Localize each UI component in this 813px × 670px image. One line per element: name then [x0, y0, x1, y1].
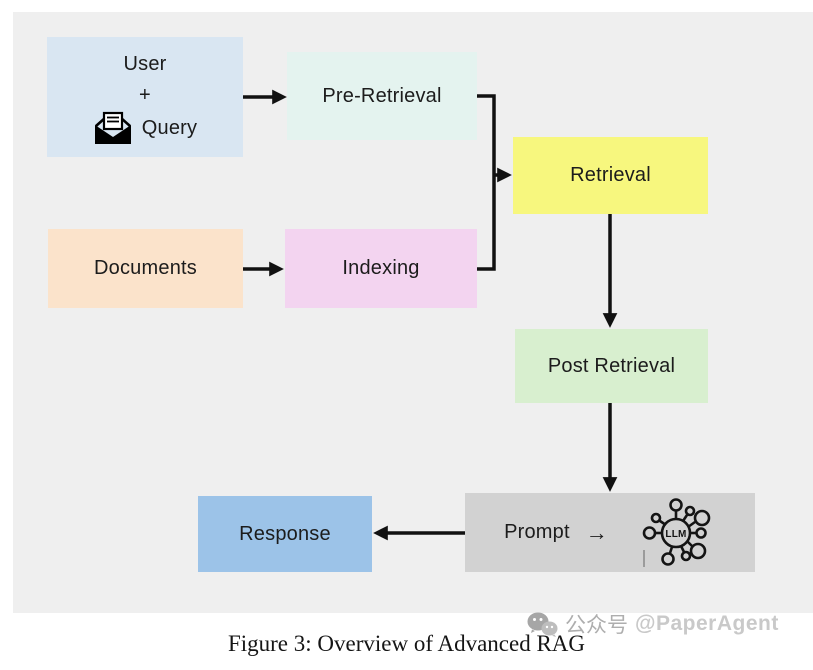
node-pre-retrieval: Pre-Retrieval [287, 52, 477, 140]
node-retrieval: Retrieval [513, 137, 708, 214]
node-documents: Documents [48, 229, 243, 308]
user-query-line1: User [123, 52, 167, 75]
node-response: Response [198, 496, 372, 572]
post-retrieval-label: Post Retrieval [547, 354, 676, 377]
prompt-arrow-glyph: → [585, 519, 608, 545]
watermark-handle: @PaperAgent [635, 612, 779, 635]
node-indexing: Indexing [285, 229, 477, 308]
open-envelope-icon [94, 111, 131, 144]
node-post-retrieval: Post Retrieval [515, 329, 708, 403]
watermark: 公众号 @PaperAgent [526, 609, 779, 639]
response-label: Response [239, 522, 331, 545]
node-user-query: User + Query [47, 37, 243, 157]
figure-caption: Figure 3: Overview of Advanced RAG [227, 631, 586, 656]
wechat-icon [527, 612, 558, 637]
pre-retrieval-label: Pre-Retrieval [322, 84, 442, 107]
llm-icon-label: LLM [665, 529, 686, 540]
documents-label: Documents [94, 257, 197, 279]
llm-network-icon: LLM [642, 497, 711, 566]
indexing-label: Indexing [342, 257, 420, 279]
retrieval-label: Retrieval [570, 164, 651, 186]
prompt-label: Prompt [504, 521, 570, 543]
user-query-line2: + [139, 83, 151, 106]
watermark-text: 公众号 [565, 614, 628, 637]
text-cursor [643, 550, 645, 567]
node-prompt-llm: Prompt → [465, 493, 755, 572]
user-query-line3: Query [141, 116, 198, 139]
